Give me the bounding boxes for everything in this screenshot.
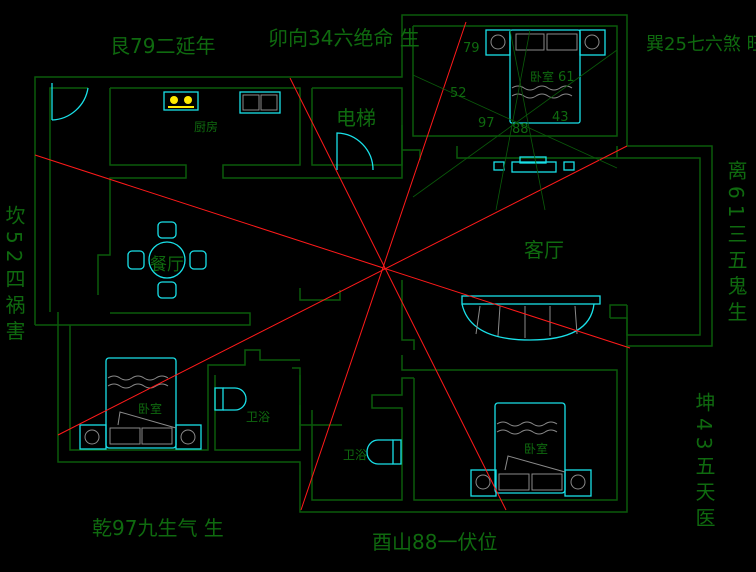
grid-number-97: 97: [478, 116, 495, 131]
bed-left-icon: [79, 357, 202, 450]
direction-label-gen: 艮79二延年: [110, 34, 216, 58]
grid-number-43: 43: [552, 110, 569, 125]
bed-right-icon: [470, 402, 592, 497]
direction-label-qian: 乾97九生气 生: [92, 516, 224, 540]
grid-number-52: 52: [450, 86, 467, 101]
grid-number-61: 61: [558, 70, 575, 85]
room-label-kitchen: 厨房: [194, 120, 219, 134]
room-label-dining: 餐厅: [150, 255, 184, 275]
room-label-living: 客厅: [524, 238, 564, 262]
room-label-bedroom-top: 卧室: [530, 70, 555, 84]
toilet-center-icon: [366, 439, 402, 465]
direction-label-li: 离61三五鬼生: [724, 160, 748, 328]
room-label-bedroom-right: 卧室: [524, 442, 549, 456]
room-label-bedroom-left: 卧室: [138, 402, 163, 416]
toilet-left-icon: [214, 387, 247, 411]
sofa-icon: [461, 295, 601, 341]
sink-icon: [239, 91, 281, 114]
direction-label-you: 酉山88一伏位: [372, 530, 498, 554]
room-label-elevator: 电梯: [336, 106, 376, 130]
direction-label-kan: 坎52四祸害: [2, 205, 26, 347]
walls: [34, 14, 713, 513]
room-label-bath-center: 卫浴: [343, 448, 368, 462]
bagua-sector-lines: [34, 21, 631, 511]
doors: [51, 83, 374, 171]
room-label-bath-left: 卫浴: [246, 410, 271, 424]
dining-table-icon: [127, 221, 207, 299]
direction-label-mao: 卯向34六绝命 生: [268, 26, 420, 50]
tv-cabinet-icon: [493, 156, 575, 173]
stove-icon: [163, 91, 199, 111]
direction-label-kun: 坤43五天医: [692, 392, 716, 534]
direction-label-xun: 巽25七六煞 旺: [646, 34, 756, 55]
bedroom-grid-lines: [412, 29, 618, 211]
grid-number-79: 79: [463, 41, 480, 56]
grid-number-88: 88: [512, 122, 529, 137]
